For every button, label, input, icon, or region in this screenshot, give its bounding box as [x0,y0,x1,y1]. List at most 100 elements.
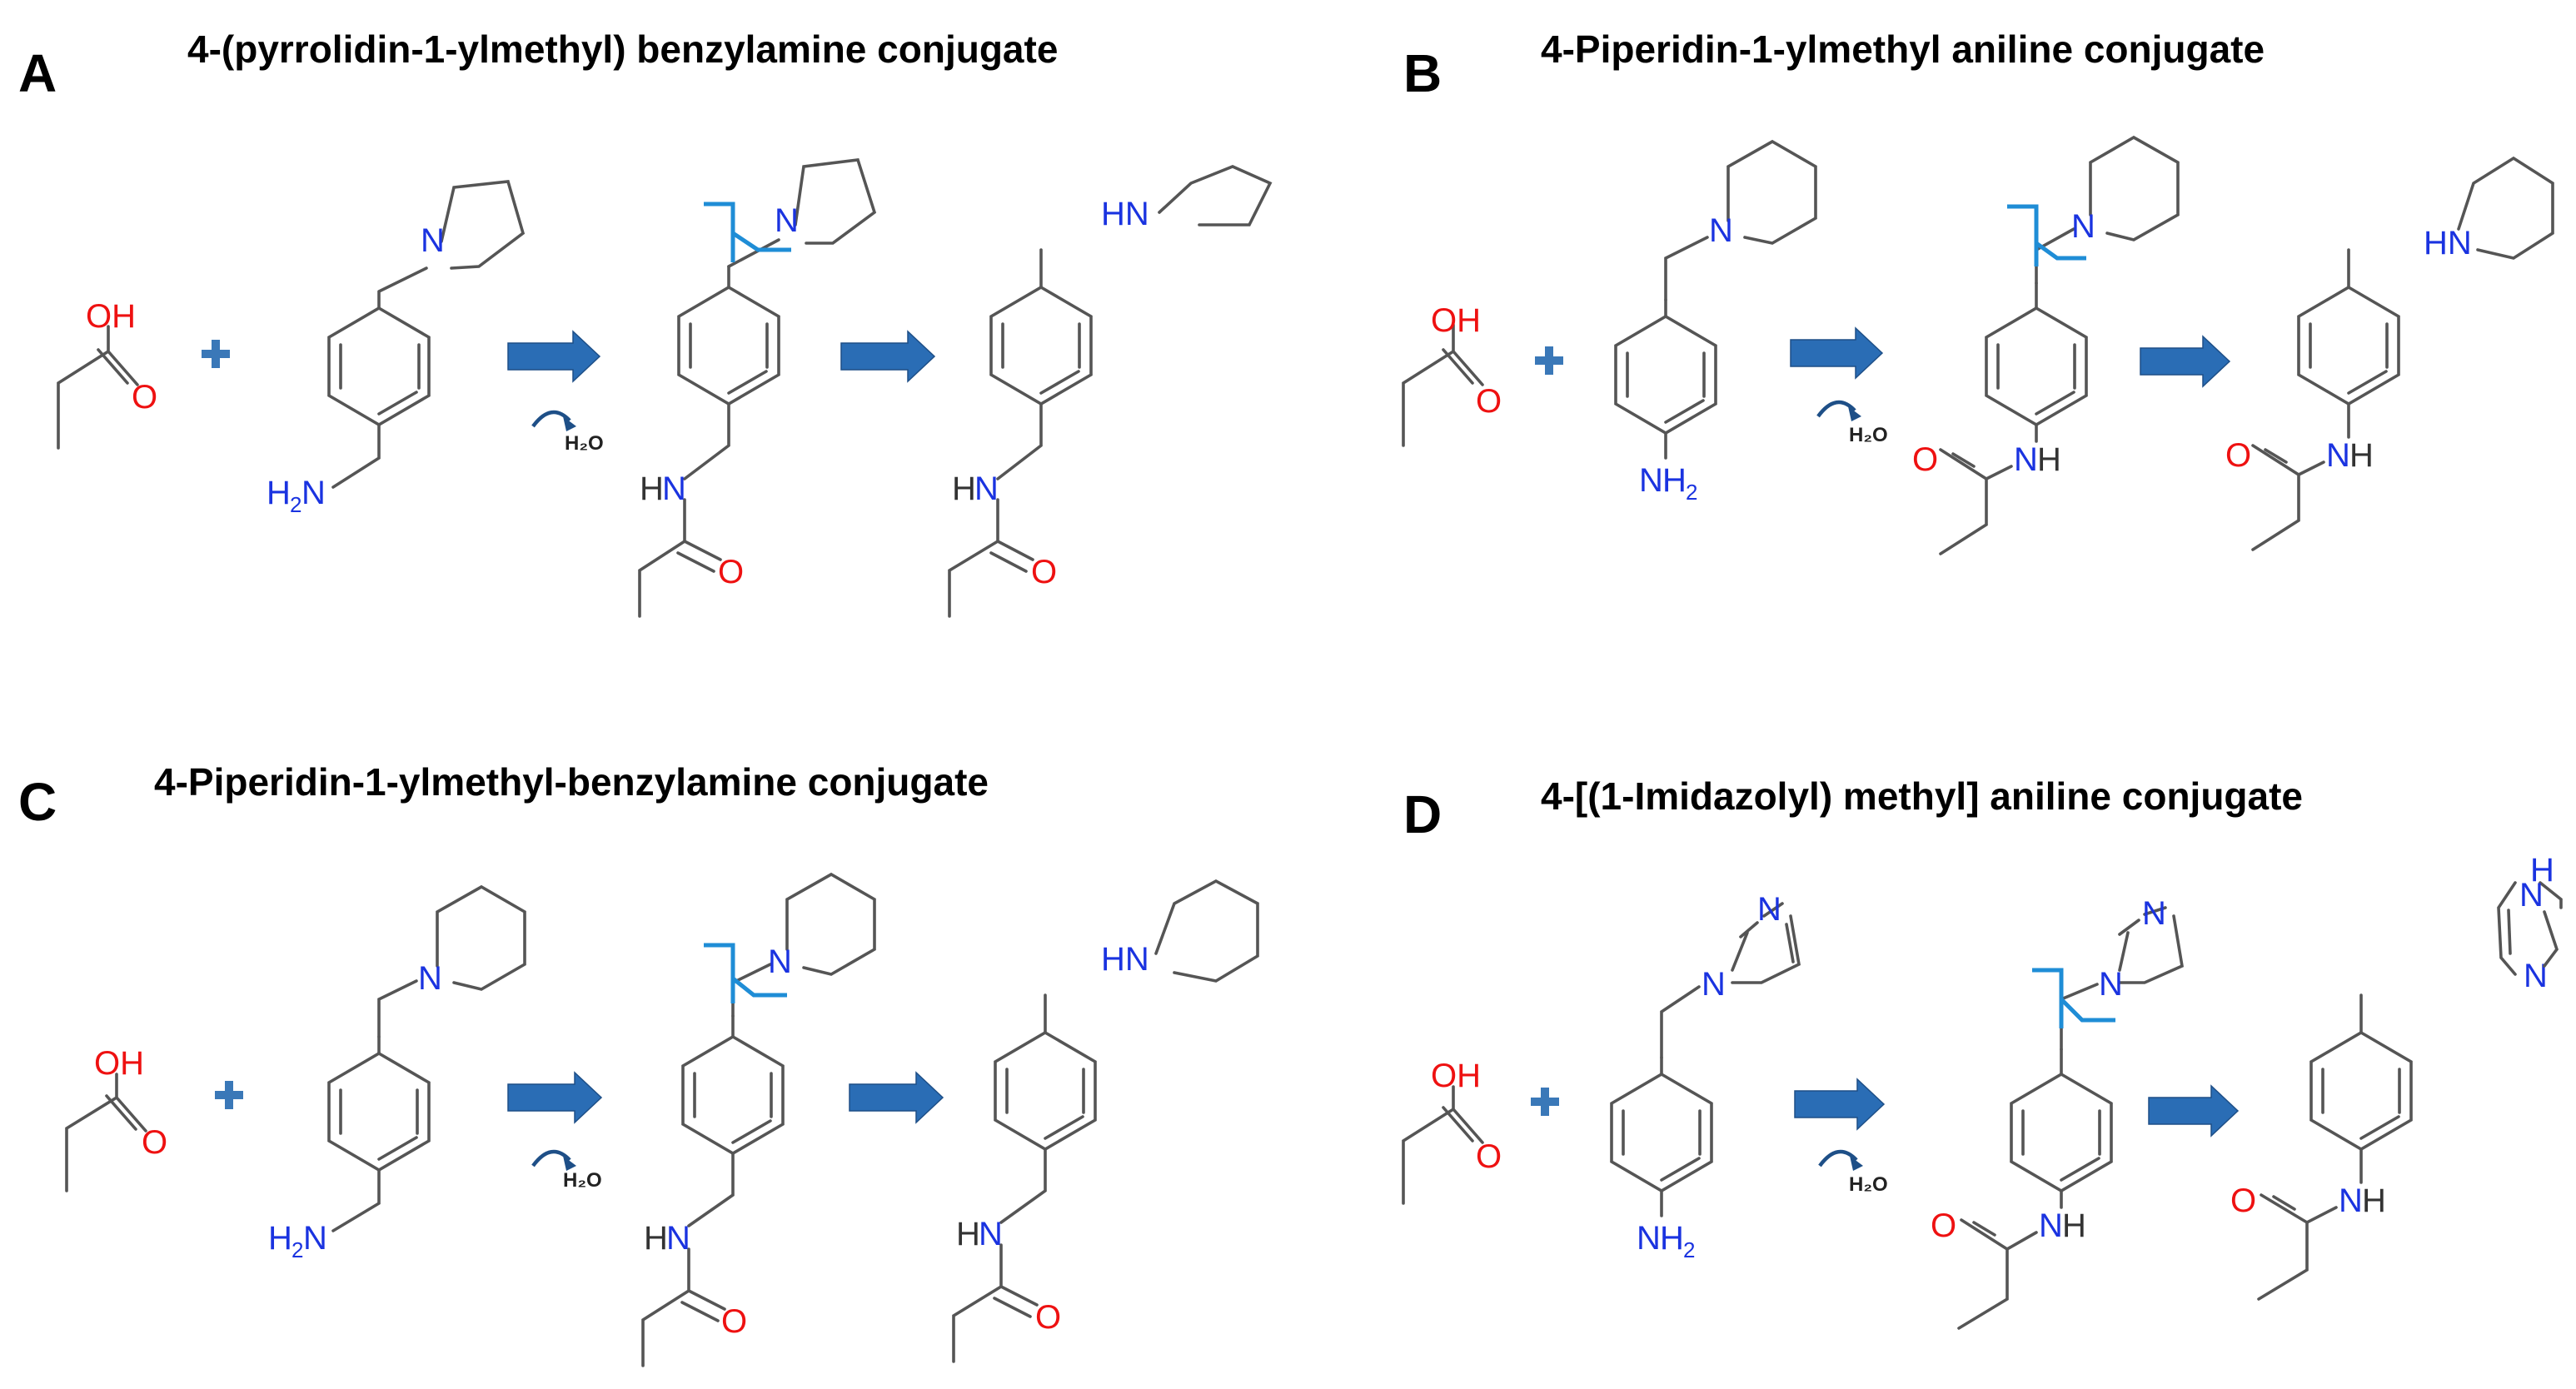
panel-b: B 4-Piperidin-1-ylmethyl aniline conjuga… [1402,27,2554,555]
curved-arrow-icon [1816,400,1856,418]
amide-oxygen-label: O [1912,441,1938,478]
hydroxyl-label: OH [1431,1058,1481,1094]
plus-sign-icon [225,1081,233,1109]
carbonyl-oxygen-label: O [1476,1138,1502,1175]
hydroxyl-label: OH [94,1045,144,1082]
imidazole-n3-label: N [1757,891,1781,928]
panel-a-title: 4-(pyrrolidin-1-ylmethyl) benzylamine co… [187,27,1058,71]
curved-arrow-head-icon [1850,1156,1863,1171]
amide-nitrogen-label: N [666,1220,690,1257]
propanoic-acid: OH O [1402,302,1502,447]
reaction-arrow-icon [2148,1084,2240,1138]
amide-h-label: H [956,1216,980,1252]
amide-oxygen-label: O [1035,1299,1061,1336]
piperidinylmethyl-benzylamine: N H 2 N [268,884,526,1262]
amide-h-label: H [2062,1207,2086,1244]
propanoic-acid: OH O [57,298,157,450]
amide-nitrogen-label: N [662,470,686,507]
panel-a: A 4-(pyrrolidin-1-ylmethyl) benzylamine … [18,27,1273,618]
imidazolylmethyl-aniline: N N N H 2 [1610,891,1801,1262]
amine-subscript: 2 [1683,1237,1695,1262]
amine-nitrogen-label: N [301,475,326,511]
propanoic-acid: OH O [65,1045,167,1192]
plus-sign-icon [1541,1088,1549,1116]
piperidine-nitrogen-label: N [768,943,792,980]
amide-nitrogen-label: N [2039,1207,2063,1244]
water-label: H₂O [1849,424,1888,446]
curved-arrow-head-icon [563,1156,576,1171]
amide-oxygen-label: O [1931,1207,1956,1244]
pyrrolidine-hn-label: HN [1101,196,1149,232]
panel-b-title: 4-Piperidin-1-ylmethyl aniline conjugate [1541,27,2265,71]
carbonyl-oxygen-label: O [1476,383,1502,420]
reaction-arrow-icon [507,330,601,383]
pyrrolidine-nitrogen-label: N [421,222,445,259]
panel-c: C 4-Piperidin-1-ylmethyl-benzylamine con… [18,760,1259,1367]
panel-d-title: 4-[(1-Imidazolyl) methyl] aniline conjug… [1541,774,2303,818]
product-amide-a: H N O [948,248,1093,618]
panel-b-letter: B [1403,43,1442,103]
panel-c-title: 4-Piperidin-1-ylmethyl-benzylamine conju… [154,760,989,804]
reaction-arrow-icon [849,1071,944,1124]
water-label: H₂O [565,432,604,455]
imidazole-n1-label: N [1702,966,1726,1003]
hydroxyl-label: OH [86,298,136,335]
panel-d: D 4-[(1-Imidazolyl) methyl] aniline conj… [1402,774,2563,1330]
carbonyl-oxygen-label: O [132,379,157,416]
amide-oxygen-label: O [2225,437,2251,474]
reaction-arrow-icon [2140,335,2231,388]
piperidine-hn-label: HN [2424,225,2472,261]
amide-oxygen-label: O [718,554,744,590]
intermediate-amide-a: N H N O [638,158,877,618]
pyrrolidine-leaving-group: HN [1101,165,1273,232]
amide-h-label: H [2362,1182,2386,1219]
amine-label: H [1660,1220,1684,1257]
product-amide-c: H N O [952,993,1097,1363]
amine-subscript: 2 [1686,480,1697,505]
imidazole-nh-label: N [2519,877,2544,914]
curved-arrow-icon [531,410,571,428]
hydroxyl-label: OH [1431,302,1481,339]
panel-d-letter: D [1403,784,1442,844]
amine-nitrogen-label: N [1637,1220,1661,1257]
piperidinylmethyl-aniline: N N H 2 [1614,139,1817,505]
amine-nitrogen-label: N [1639,462,1663,499]
amide-nitrogen-label: N [2326,437,2350,474]
amide-nitrogen-label: N [2339,1182,2363,1219]
intermediate-amide-b: N N H O [1912,135,2180,555]
reaction-arrow-icon [840,330,936,383]
water-label: H₂O [1849,1173,1888,1196]
amine-subscript: 2 [291,1237,303,1262]
amide-h-label: H [644,1220,668,1257]
amide-oxygen-label: O [1031,554,1057,590]
intermediate-amide-d: N N N H O [1931,895,2185,1330]
amine-subscript: 2 [290,492,301,517]
amide-h-label: H [2349,437,2374,474]
piperidine-leaving-group: HN [2424,156,2554,261]
panel-a-letter: A [18,43,57,103]
amide-nitrogen-label: N [974,470,999,507]
reaction-arrow-icon [507,1071,603,1124]
curved-arrow-head-icon [563,416,576,431]
plus-sign-icon [212,340,220,368]
amide-h-label: H [952,470,976,507]
amine-label: H [267,475,291,511]
product-amide-b: N H O [2225,248,2400,551]
piperidine-nitrogen-label: N [418,960,442,997]
intermediate-amide-c: N H N O [641,872,876,1367]
amine-label: H [1662,462,1687,499]
product-amide-d: N H O [2230,993,2413,1301]
curved-arrow-icon [1818,1149,1858,1167]
pyrrolidine-nitrogen-label: N [775,202,799,239]
water-label: H₂O [563,1169,602,1192]
plus-sign-icon [1545,346,1553,375]
piperidine-hn-label: HN [1101,941,1149,978]
amide-h-label: H [640,470,664,507]
reaction-arrow-icon [1790,326,1884,380]
imidazole-n1-label: N [2099,966,2123,1003]
pyrrolidinylmethyl-benzylamine: N H 2 N [267,180,526,517]
panel-c-letter: C [18,772,57,832]
amide-oxygen-label: O [2230,1182,2256,1219]
amide-oxygen-label: O [721,1303,747,1340]
